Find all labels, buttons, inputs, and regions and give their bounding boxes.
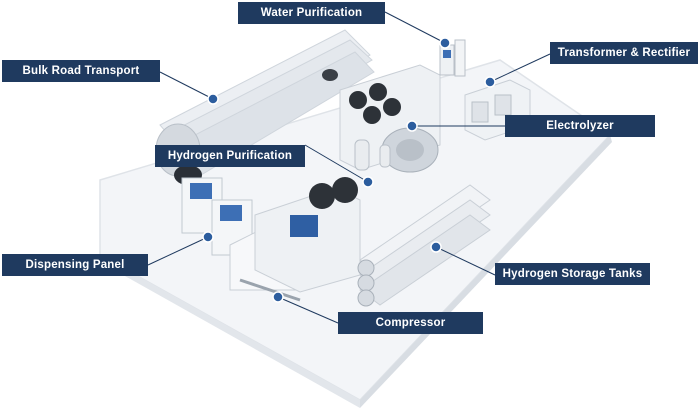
markers — [202, 37, 496, 303]
leader-lines — [147, 11, 551, 324]
marker-compressor — [272, 291, 284, 303]
leader-bulk-road-transport — [159, 71, 214, 100]
electrolyzer-block — [339, 64, 441, 173]
label-dispensing-panel: Dispensing Panel — [2, 254, 148, 276]
marker-water-purification — [439, 37, 451, 49]
label-water-purification: Water Purification — [238, 2, 385, 24]
marker-bulk-road-transport — [207, 93, 219, 105]
leader-compressor — [277, 296, 339, 324]
compressor-enclosure — [229, 177, 361, 302]
label-electrolyzer: Electrolyzer — [505, 115, 655, 137]
label-hydrogen-storage-tanks: Hydrogen Storage Tanks — [495, 263, 650, 285]
water-purification-unit — [439, 39, 466, 77]
hydrogen-storage-tanks — [357, 184, 491, 307]
leader-water-purification — [384, 11, 446, 44]
leader-hydrogen-storage-tanks — [435, 246, 496, 276]
label-compressor: Compressor — [338, 312, 483, 334]
leader-hydrogen-purification — [304, 144, 369, 183]
label-transformer-rectifier: Transformer & Rectifier — [550, 42, 698, 64]
marker-hydrogen-purification — [362, 176, 374, 188]
marker-hydrogen-storage-tanks — [430, 241, 442, 253]
marker-electrolyzer — [406, 120, 418, 132]
leader-dispensing-panel — [147, 236, 209, 266]
label-hydrogen-purification: Hydrogen Purification — [155, 145, 305, 167]
label-bulk-road-transport: Bulk Road Transport — [2, 60, 160, 82]
marker-transformer-rectifier — [484, 76, 496, 88]
leader-transformer-rectifier — [489, 53, 551, 83]
marker-dispensing-panel — [202, 231, 214, 243]
